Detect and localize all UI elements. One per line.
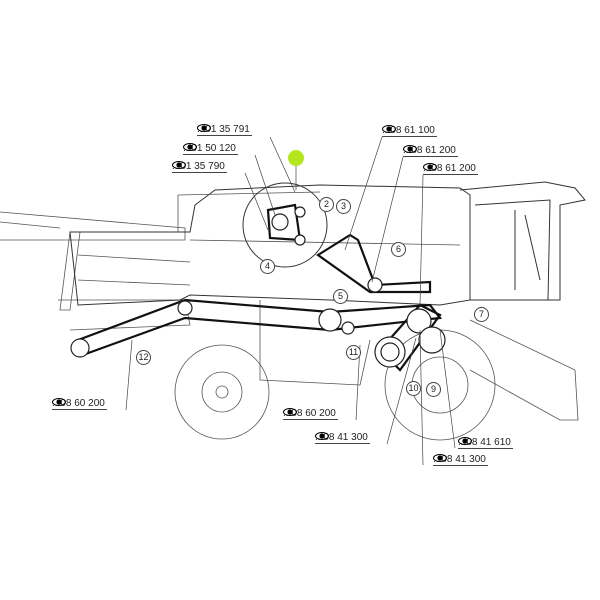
position-number: 3 <box>336 199 351 214</box>
ref-link-0861100[interactable]: ...08 61 100 <box>382 125 437 137</box>
ref-link-0135790[interactable]: ...01 35 790 <box>172 161 227 173</box>
ref-link-0861200-b[interactable]: ...08 61 200 <box>423 163 478 175</box>
ref-link-0860200-b[interactable]: ...08 60 200 <box>283 408 338 420</box>
eye-icon <box>315 432 329 440</box>
ref-link-0841300-a[interactable]: ...08 41 300 <box>315 432 370 444</box>
eye-icon <box>183 143 197 151</box>
ref-link-0860200-a[interactable]: ...08 60 200 <box>52 398 107 410</box>
machine-body <box>69 184 471 306</box>
position-number: 5 <box>333 289 348 304</box>
eye-icon <box>433 454 447 462</box>
eye-icon <box>458 437 472 445</box>
ref-link-0841610[interactable]: ...08 41 610 <box>458 437 513 449</box>
position-number: 10 <box>406 381 421 396</box>
eye-icon <box>423 163 437 171</box>
ref-link-0135791[interactable]: ...01 35 791 <box>197 124 252 136</box>
front-feeder <box>469 319 579 421</box>
rotor-drum <box>242 182 328 268</box>
highlight-marker <box>288 150 304 166</box>
position-number: 12 <box>136 350 151 365</box>
main-belt <box>76 298 443 358</box>
rear-wheel <box>174 344 270 440</box>
position-number: 4 <box>260 259 275 274</box>
eye-icon <box>197 124 211 132</box>
unloading-auger <box>0 211 186 241</box>
ref-link-0861200-a[interactable]: ...08 61 200 <box>403 145 458 157</box>
ref-link-0150120[interactable]: ...01 50 120 <box>183 143 238 155</box>
ref-link-0841300-b[interactable]: ...08 41 300 <box>433 454 488 466</box>
position-number: 6 <box>391 242 406 257</box>
position-number: 11 <box>346 345 361 360</box>
eye-icon <box>403 145 417 153</box>
eye-icon <box>172 161 186 169</box>
position-number: 2 <box>319 197 334 212</box>
position-number: 9 <box>426 382 441 397</box>
grain-header <box>58 231 191 331</box>
cab <box>459 181 586 301</box>
position-number: 7 <box>474 307 489 322</box>
upper-belt <box>316 233 432 294</box>
eye-icon <box>52 398 66 406</box>
eye-icon <box>283 408 297 416</box>
eye-icon <box>382 125 396 133</box>
